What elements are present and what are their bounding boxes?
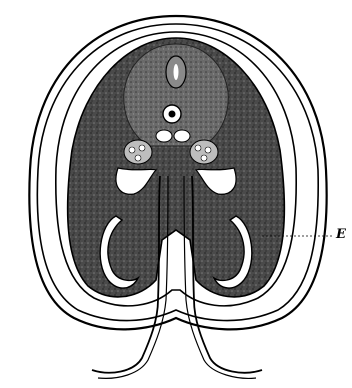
aorta-left [156, 130, 172, 142]
label-e: E [336, 228, 346, 241]
wolffian-body-left [124, 140, 152, 164]
aorta-right [174, 130, 190, 142]
neural-canal [174, 64, 179, 80]
wolffian-body-right [190, 140, 218, 164]
